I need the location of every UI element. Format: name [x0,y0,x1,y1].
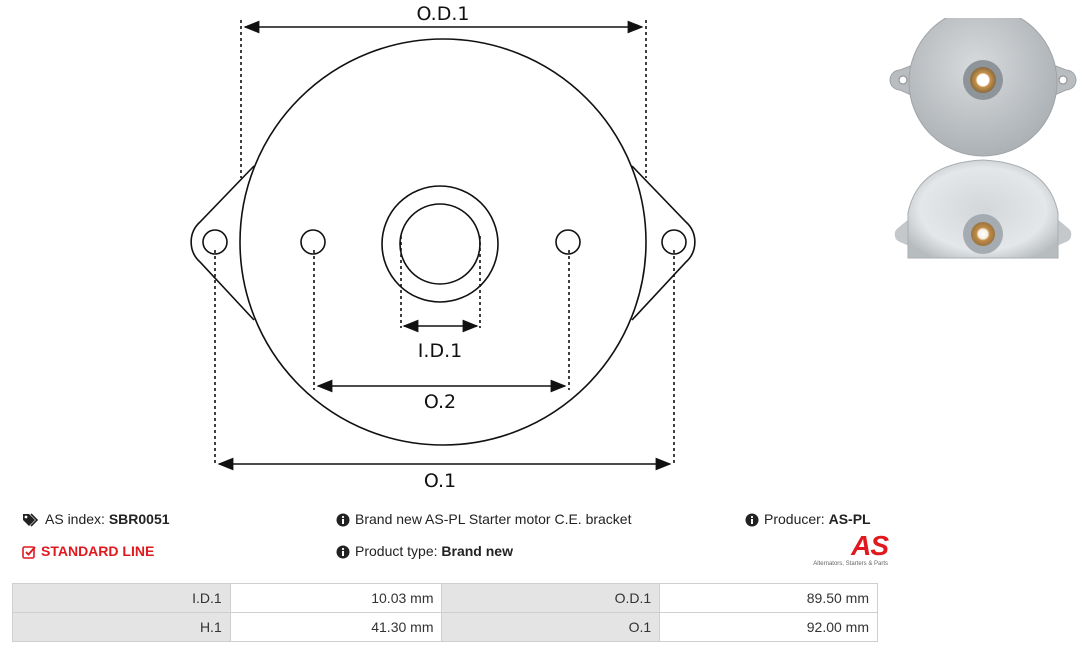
left-ear [190,165,255,321]
o2-label: O.2 [424,391,456,413]
product-photo-front [889,18,1077,157]
as-pl-logo: AS Alternators, Starters & Parts [788,530,889,572]
dimension-value: 10.03 mm [229,583,443,613]
as-index-value: SBR0051 [108,511,170,527]
ear-hole-left [202,229,228,255]
product-type-value: Brand new [441,543,513,559]
dimension-label: I.D.1 [12,583,231,613]
dimension-value: 92.00 mm [659,612,878,642]
table-row: H.1 41.30 mm O.1 92.00 mm [12,612,878,642]
inner-hole-left [300,229,326,255]
technical-drawing: O.D.1 I.D.1 O.2 O.1 [190,3,696,492]
id1-label: I.D.1 [418,340,462,362]
right-ear [631,165,696,321]
description-text: Brand new AS-PL Starter motor C.E. brack… [355,511,632,527]
inner-hole-right [555,229,581,255]
product-type: Product type: Brand new [336,543,513,559]
logo-mark: AS [851,530,889,561]
producer-value: AS-PL [828,511,871,527]
od1-label: O.D.1 [417,3,470,25]
info-circle-icon [336,513,350,527]
bracket-outline [239,38,647,446]
ear-hole-right [661,229,687,255]
as-index: AS index: SBR0051 [22,511,170,527]
standard-line: STANDARD LINE [22,543,155,560]
product-description: Brand new AS-PL Starter motor C.E. brack… [336,511,632,527]
dimension-value: 89.50 mm [659,583,878,613]
center-boss [381,185,499,303]
info-circle-icon [745,513,759,527]
table-row: I.D.1 10.03 mm O.D.1 89.50 mm [12,583,878,613]
info-circle-icon [336,545,350,559]
product-photo-back [894,159,1072,259]
producer: Producer: AS-PL [745,511,871,527]
check-square-icon [22,546,36,560]
producer-label: Producer: [764,511,825,527]
dimension-label: O.1 [441,612,661,642]
tags-icon [23,513,39,527]
dimension-value: 41.30 mm [229,612,443,642]
o1-label: O.1 [424,470,456,492]
dimension-label: O.D.1 [441,583,661,613]
logo-tagline: Alternators, Starters & Parts [813,561,888,567]
center-bore [399,203,481,285]
standard-line-label: STANDARD LINE [41,543,155,559]
dimension-label: H.1 [12,612,231,642]
dimensions-table: I.D.1 10.03 mm O.D.1 89.50 mm H.1 41.30 … [12,583,878,642]
as-index-label: AS index: [45,511,105,527]
product-type-label: Product type: [355,543,438,559]
